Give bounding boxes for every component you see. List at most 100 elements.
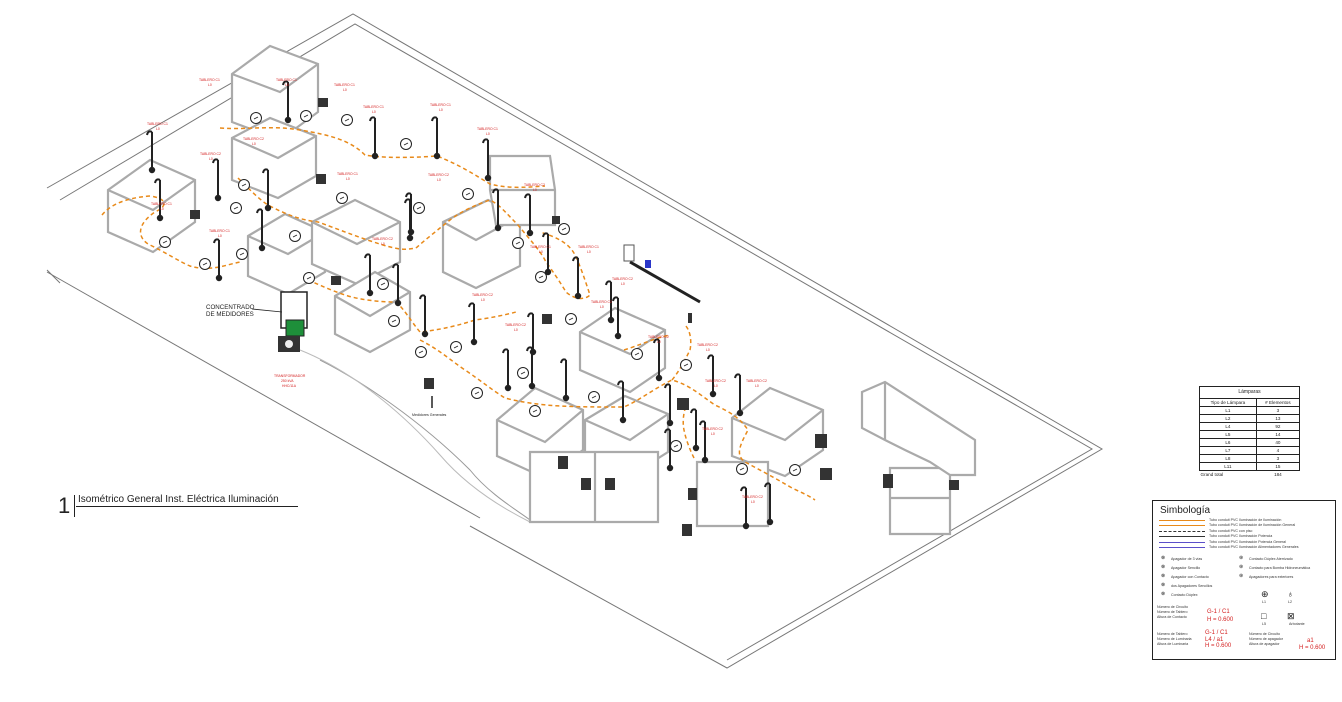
title-divider	[74, 495, 75, 517]
legend-symbol-label: Contacto Dúplex Aterrizado	[1249, 557, 1293, 561]
title-underline	[76, 506, 298, 507]
luminaire-pole	[154, 178, 164, 222]
legend-conduit-swatch	[1159, 520, 1205, 521]
legend-conduit-label: Tubo conduit PVC con piso	[1209, 528, 1253, 533]
lamp-type: L6	[1199, 438, 1257, 447]
lamp-symbol-icon: ⊠	[1287, 611, 1295, 621]
circuit-label-sub: L0	[587, 250, 591, 254]
outlet-symbol-icon: ⊛	[1239, 564, 1244, 570]
lamp-table-caption: Lámparas	[1199, 386, 1300, 398]
legend-symbol-label: Contacto Dúplex	[1171, 593, 1198, 597]
lamp-col-type: Tipo de Lámpara	[1199, 398, 1257, 407]
lamp-count: 4	[1255, 446, 1301, 455]
lamp-symbol-icon: ♁	[1287, 589, 1294, 599]
buildings	[106, 44, 977, 536]
svg-text:TRANSFORMADOR: TRANSFORMADOR	[274, 374, 306, 378]
note-value-red: a1	[1307, 638, 1314, 644]
circuit-marker	[631, 348, 643, 360]
luminaire-pole	[690, 408, 700, 452]
circuit-marker	[289, 230, 301, 242]
lamp-symbol-label: L2	[1288, 600, 1292, 604]
switch-symbol-icon: ⊗	[1161, 591, 1166, 597]
circuit-label-sub: L0	[372, 110, 376, 114]
luminaire-pole	[431, 116, 441, 160]
luminaire-pole	[262, 168, 272, 212]
conduit-runs	[101, 126, 816, 501]
legend-symbol-label: Apagador con Contacto	[1171, 575, 1209, 579]
concentrator-label-2: DE MEDIDORES	[206, 311, 254, 318]
circuit-label-sub: L0	[714, 384, 718, 388]
circuit-label: TABLERO C2	[524, 183, 545, 187]
note-value-red: G-1 / C1	[1207, 609, 1230, 615]
circuit-label: TABLERO C1	[334, 83, 355, 87]
circuit-marker	[680, 359, 692, 371]
circuit-marker	[529, 405, 541, 417]
circuit-marker	[512, 237, 524, 249]
circuit-label: TABLERO C1	[578, 245, 599, 249]
svg-text:250 kVA: 250 kVA	[281, 379, 294, 383]
circuit-marker	[250, 112, 262, 124]
circuit-marker	[588, 391, 600, 403]
circuit-label-sub: L0	[218, 234, 222, 238]
circuit-label-sub: L0	[481, 298, 485, 302]
luminaire-pole	[740, 486, 750, 530]
circuit-label: TABLERO C2	[705, 379, 726, 383]
power-conduit	[629, 260, 701, 304]
circuit-marker	[238, 179, 250, 191]
circuit-marker	[236, 248, 248, 260]
luminaire-pole	[542, 232, 552, 276]
circuit-marker	[535, 271, 547, 283]
note-label: Altura de Luminaria	[1157, 642, 1189, 646]
lamp-col-count: # Elementos	[1255, 398, 1301, 407]
circuit-marker	[415, 346, 427, 358]
legend-symbol-label: Apagadores para exteriores	[1249, 575, 1294, 579]
circuit-label: TABLERO C1	[199, 78, 220, 82]
note-label: Número de Circuito	[1249, 632, 1280, 636]
luminaire-pole	[369, 116, 379, 160]
circuit-label-sub: L0	[706, 348, 710, 352]
circuit-label-sub: L0	[514, 328, 518, 332]
luminaire-pole	[572, 256, 582, 300]
lamp-symbol-icon: □	[1261, 611, 1267, 621]
circuit-marker	[400, 138, 412, 150]
transformer-label-1: TRANSFORMADOR	[274, 374, 306, 378]
circuit-label: TABLERO C1	[276, 78, 297, 82]
legend-conduit-label: Tubo conduit PVC Iluminación Potencia	[1209, 534, 1273, 539]
lamp-type: L5	[1199, 430, 1257, 439]
circuit-marker	[450, 341, 462, 353]
note-label: Altura de apagador	[1249, 642, 1280, 646]
legend-symbol-label: dos Apagadores Sencillos	[1171, 584, 1213, 588]
note-value-red: H = 0.600	[1299, 645, 1326, 651]
outlet-symbol-icon: ⊛	[1239, 555, 1244, 561]
circuit-marker	[462, 188, 474, 200]
svg-text:DE MEDIDORES: DE MEDIDORES	[206, 311, 254, 318]
grand-total-value: 184	[1274, 471, 1282, 477]
circuit-marker	[565, 313, 577, 325]
legend-conduit-swatch	[1159, 530, 1205, 532]
circuit-label-sub: L0	[208, 83, 212, 87]
circuit-label: TABLERO C2	[472, 293, 493, 297]
lamp-type: L4	[1199, 422, 1257, 431]
circuit-marker	[199, 258, 211, 270]
luminaire-pole	[764, 482, 774, 526]
switch-symbol-icon: ⊗	[1161, 582, 1166, 588]
luminaire-pole	[612, 296, 622, 340]
note-label: Altura de Contacto	[1157, 615, 1187, 619]
circuit-label: TABLERO C2	[702, 427, 723, 431]
circuit-label-sub: L0	[381, 242, 385, 246]
note-label: Número de Tablero	[1157, 610, 1188, 614]
circuit-label-sub: L0	[533, 188, 537, 192]
meters-label: Medidores Generales	[412, 413, 447, 417]
luminaire-pole	[560, 358, 570, 402]
circuit-label-sub: L0	[539, 250, 543, 254]
luminaire-pole	[282, 80, 292, 124]
legend-conduit-label: Tubo conduit PVC Iluminación de Iluminac…	[1209, 518, 1282, 522]
circuit-label: TABLERO C1	[337, 172, 358, 176]
circuit-label-sub: L0	[437, 178, 441, 182]
devices	[190, 98, 959, 536]
circuit-markers	[159, 110, 801, 476]
luminaire-pole	[256, 208, 266, 252]
circuit-label: TABLERO C2	[742, 495, 763, 499]
